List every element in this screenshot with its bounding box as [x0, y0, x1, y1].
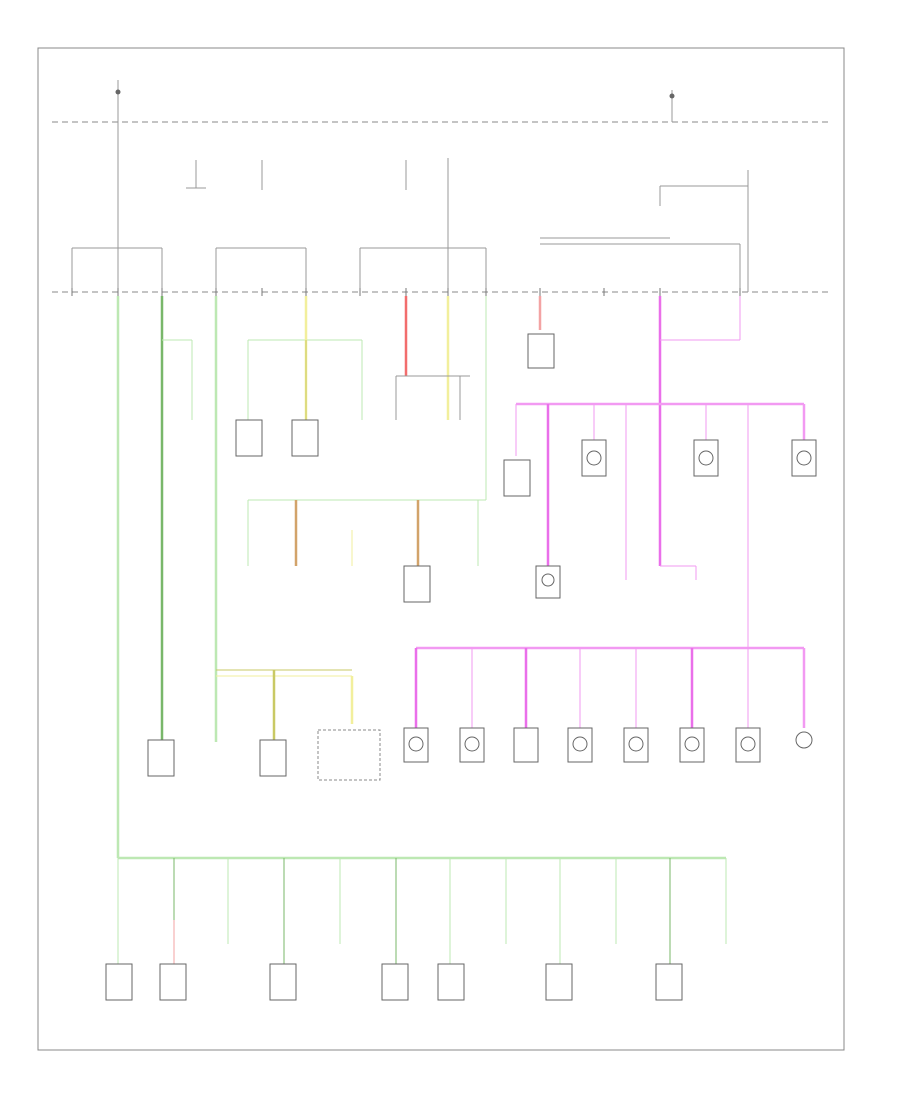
pink-lower-rail [414, 646, 806, 728]
center-colored-wires [395, 296, 555, 500]
mid-green-rail [247, 499, 486, 603]
left-green-trunk [116, 296, 726, 860]
top-feed-right [540, 90, 749, 292]
ignition-switch-symbols [186, 160, 661, 206]
bottom-components [105, 963, 683, 1001]
bottom-drops [117, 858, 727, 964]
mid-left-green-group [235, 296, 363, 457]
lower-olive-group [147, 669, 381, 781]
top-feed-center [215, 158, 487, 292]
pink-lower-components [403, 727, 813, 763]
top-feed-left [71, 80, 163, 292]
pink-right-network [503, 296, 817, 722]
diagram-frame [37, 47, 845, 1051]
fuse-markers [71, 288, 741, 296]
